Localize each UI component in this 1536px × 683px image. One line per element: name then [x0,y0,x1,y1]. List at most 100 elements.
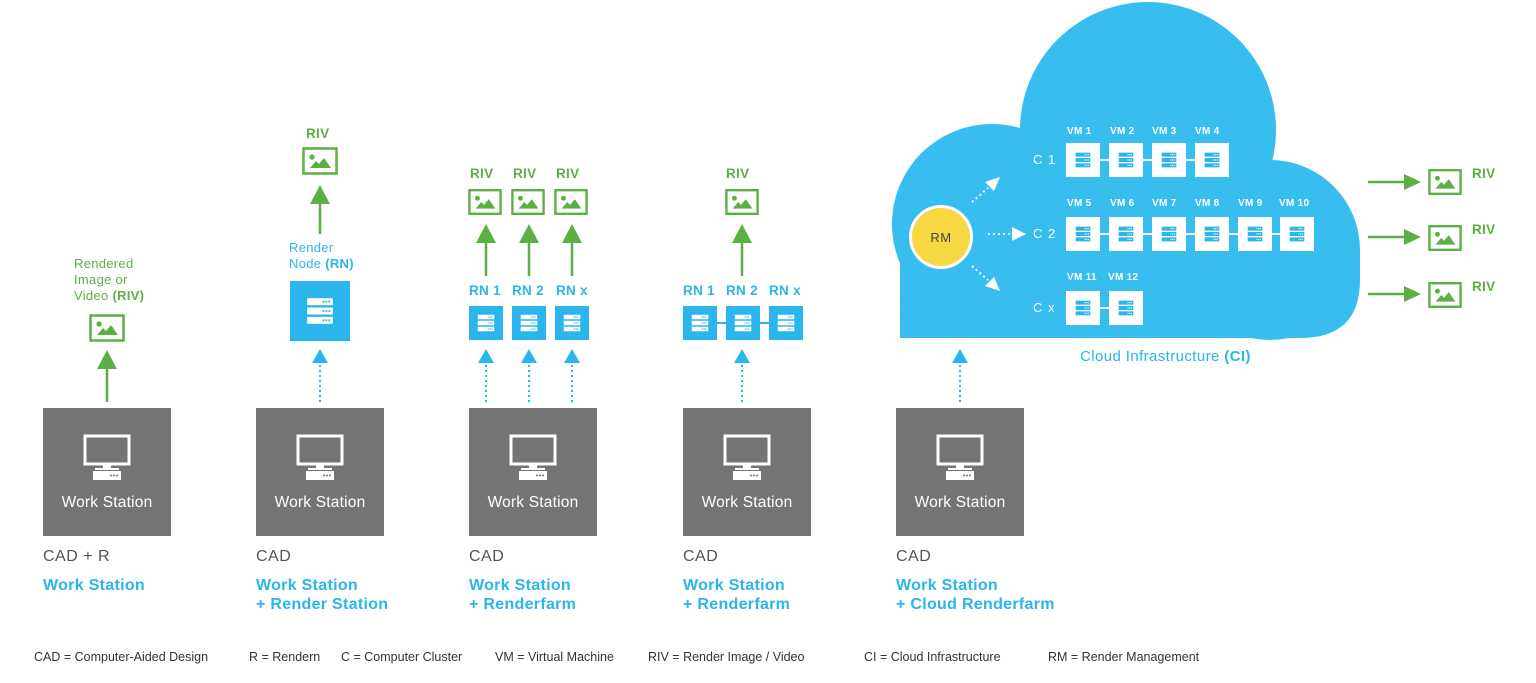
server-icon [1075,300,1091,316]
render-node[interactable] [290,281,350,341]
vm-label: VM 7 [1152,198,1177,209]
render-node[interactable] [555,306,589,340]
node-label: RN 1 [469,283,501,298]
cluster-label: C 1 [1033,152,1057,167]
title-line: + Cloud Renderfarm [896,595,1055,613]
image-icon [725,188,759,216]
workstation-label: Work Station [701,494,793,511]
image-icon [89,314,125,342]
virtual-machine[interactable] [1066,217,1100,251]
image-icon [1428,281,1462,309]
virtual-machine[interactable] [1152,143,1186,177]
server-icon [1204,152,1220,168]
image-icon [511,188,545,216]
title-line: Work Station [43,577,145,594]
render-node[interactable] [769,306,803,340]
dotted-blue-arrow [312,349,328,402]
riv-label: RIV [470,166,494,181]
output-arrows [1368,174,1421,302]
column-title: Work Station [43,577,145,596]
workstation-box[interactable]: Work Station [683,408,811,536]
server-icon [306,297,334,325]
monitor-icon [83,434,131,480]
legend-item: RM = Render Management [1048,650,1200,664]
virtual-machine[interactable] [1109,143,1143,177]
output-label: Rendered Image or Video (RIV) [74,256,144,304]
render-management-node[interactable]: RM [909,205,973,269]
virtual-machine[interactable] [1066,291,1100,325]
setup-label: CAD [256,548,292,565]
workstation-box[interactable]: Work Station [896,408,1024,536]
server-icon [520,314,538,332]
virtual-machine[interactable] [1109,291,1143,325]
workstation-box[interactable]: Work Station [469,408,597,536]
virtual-machine[interactable] [1238,217,1272,251]
output-label-line: Rendered [74,256,134,271]
image-icon [302,147,338,175]
workstation-label: Work Station [487,494,579,511]
virtual-machine[interactable] [1109,217,1143,251]
riv-label: RIV [1472,166,1496,181]
server-icon [1075,152,1091,168]
virtual-machine[interactable] [1066,143,1100,177]
title-line: + Render Station [256,595,389,613]
workstation-box[interactable]: Work Station [43,408,171,536]
cluster-label: C x [1033,300,1056,315]
vm-label: VM 9 [1238,198,1263,209]
node-label-line: Render [289,240,334,255]
virtual-machine[interactable] [1280,217,1314,251]
image-icon [468,188,502,216]
title-line: + Renderfarm [469,595,577,613]
render-node[interactable] [512,306,546,340]
cloud-shape [892,2,1360,340]
render-node[interactable] [469,306,503,340]
vm-label: VM 3 [1152,126,1177,137]
virtual-machine[interactable] [1195,143,1229,177]
monitor-icon [296,434,344,480]
vm-label: VM 8 [1195,198,1220,209]
workstation-label: Work Station [274,494,366,511]
image-icon [1428,168,1462,196]
virtual-machine[interactable] [1195,217,1229,251]
monitor-icon [723,434,771,480]
riv-label: RIV [513,166,537,181]
server-icon [1118,226,1134,242]
server-icon [563,314,581,332]
legend-item: C = Computer Cluster [341,650,463,664]
riv-label: RIV [556,166,580,181]
title-line: Work Station [469,577,571,594]
green-arrow [97,350,117,402]
server-icon [1161,226,1177,242]
node-label: RN 2 [512,283,544,298]
riv-label: RIV [1472,279,1496,294]
node-label: RN 2 [726,283,758,298]
riv-label: RIV [306,126,330,141]
legend-item: CI = Cloud Infrastructure [864,650,1001,664]
workstation-label: Work Station [914,494,1006,511]
setup-label: CAD [683,548,719,565]
node-label-line: Node [289,256,326,271]
setup-label: CAD + R [43,548,111,565]
server-icon [1118,300,1134,316]
workstation-box[interactable]: Work Station [256,408,384,536]
column-title: Work Station + Cloud Renderfarm [896,577,1055,614]
node-label: RN 1 [683,283,715,298]
output-label-line: Video [74,288,113,303]
server-icon [734,314,752,332]
cloud-caption-text: Cloud Infrastructure [1080,348,1225,365]
vm-label: VM 2 [1110,126,1135,137]
render-node[interactable] [726,306,760,340]
setup-label: CAD [896,548,932,565]
node-label: RN x [769,283,801,298]
vm-label: VM 5 [1067,198,1092,209]
render-node[interactable] [683,306,717,340]
column-title: Work Station + Renderfarm [683,577,790,614]
monitor-icon [509,434,557,480]
image-icon [1428,224,1462,252]
legend-item: VM = Virtual Machine [495,650,614,664]
vm-label: VM 12 [1108,272,1139,283]
node-label: RN x [556,283,588,298]
virtual-machine[interactable] [1152,217,1186,251]
rm-arrows [971,177,1026,291]
render-node-label: Render Node (RN) [289,240,354,272]
